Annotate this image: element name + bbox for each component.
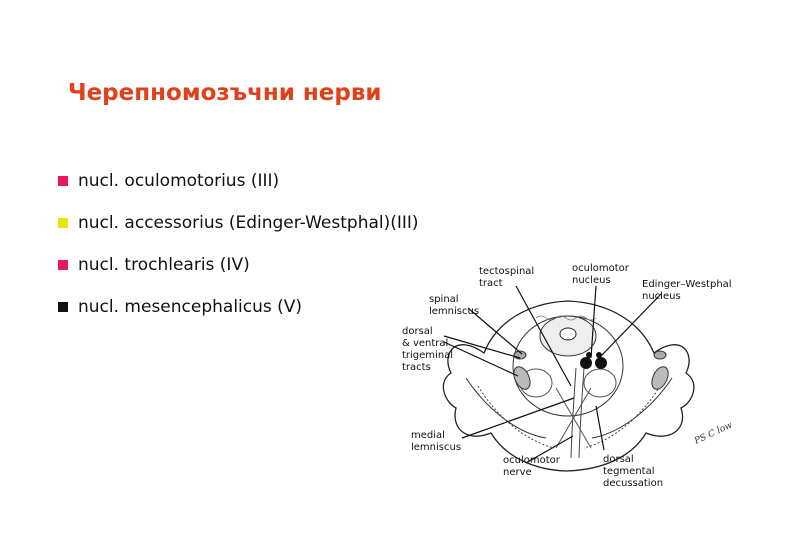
leader-dorsal-tegmental [595,405,605,451]
edinger-westphal-nucleus-left [586,352,592,358]
bullet-list: nucl. oculomotorius (III) nucl. accessor… [58,170,419,338]
bullet-square-icon [58,218,68,228]
leader-trigeminal-2 [443,341,519,377]
oculomotor-nerve-fibres [570,367,577,459]
bullet-item-trochlearis: nucl. trochlearis (IV) [58,254,419,276]
bullet-text: nucl. mesencephalicus (V) [78,297,303,317]
red-nucleus-right [583,368,617,398]
midbrain-outline [442,300,695,472]
midbrain-cross-section-diagram: tectospinal tract oculomotor nucleus Edi… [402,263,735,489]
bullet-item-accessorius: nucl. accessorius (Edinger-Westphal)(III… [58,212,419,234]
substantia-nigra-right [583,385,661,449]
oculomotor-nucleus-right [595,357,607,369]
label-spinal-lemniscus: spinal lemniscus [429,294,479,317]
bullet-square-icon [58,260,68,270]
bullet-text: nucl. trochlearis (IV) [78,255,250,275]
tegmental-decussation [555,387,592,449]
leader-trigeminal-1 [443,335,521,359]
medial-lemniscus-right [651,366,669,390]
label-dorsal-tegmental-decussation: dorsal tegmental decussation [603,454,663,489]
bullet-text: nucl. accessorius (Edinger-Westphal)(III… [78,213,419,233]
bullet-square-icon [58,302,68,312]
leader-medial [461,397,575,439]
leader-edinger [600,293,662,357]
label-oculomotor-nucleus: oculomotor nucleus [572,263,632,286]
leader-lines [443,285,662,464]
tectum-stipple [535,315,597,321]
leader-spinal [467,307,523,355]
cerebral-aqueduct [559,327,577,341]
bullet-item-oculomotorius: nucl. oculomotorius (III) [58,170,419,192]
artist-signature: PS C low [692,420,734,447]
cerebral-peduncle-left [465,377,547,439]
oculomotor-nucleus-left [580,357,592,369]
label-oculomotor-nerve: oculomotor nerve [503,455,563,478]
edinger-westphal-nucleus-right [596,352,602,358]
label-edinger-westphal-nucleus: Edinger–Westphal nucleus [642,279,735,302]
leader-tectospinal [515,285,572,387]
medial-lemniscus-left [513,366,531,390]
label-trigeminal-tracts: dorsal & ventral trigeminal tracts [402,326,456,373]
bullet-item-mesencephalicus: nucl. mesencephalicus (V) [58,296,419,318]
leader-oculomotor-nucleus [590,285,597,359]
bullet-square-icon [58,176,68,186]
slide-title: Черепномозъчни нерви [68,80,382,106]
bullet-text: nucl. oculomotorius (III) [78,171,280,191]
leader-oculomotor-nerve [525,435,574,464]
oculomotor-nerve-fibres-2 [578,367,585,459]
label-tectospinal-tract: tectospinal tract [479,266,537,289]
label-medial-lemniscus: medial lemniscus [411,430,461,453]
trigeminal-tract-right [653,350,667,360]
